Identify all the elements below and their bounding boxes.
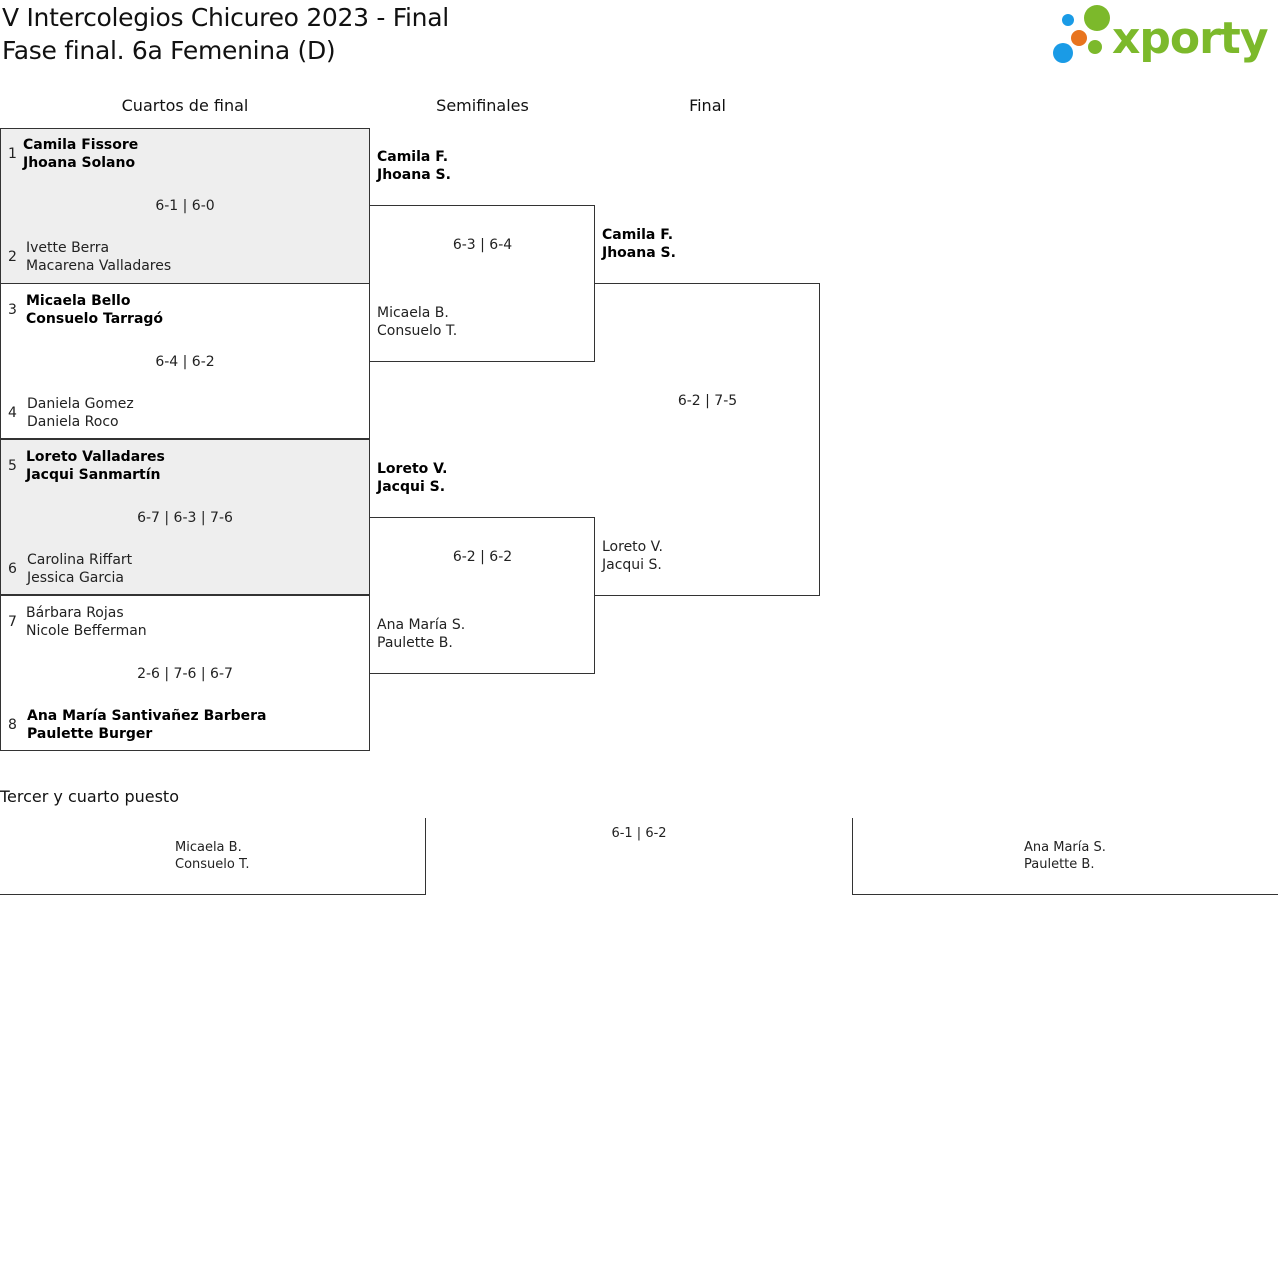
third-place-heading: Tercer y cuarto puesto: [0, 787, 179, 806]
player-name: Micaela B.: [175, 840, 242, 855]
seed-number: 2: [8, 249, 17, 265]
player-name: Daniela Roco: [27, 414, 119, 430]
quarterfinal-match-1: 1 Camila Fissore Jhoana Solano 6-1 | 6-0…: [0, 128, 370, 284]
player-name: Loreto V.: [602, 539, 663, 555]
quarterfinal-match-2: 3 Micaela Bello Consuelo Tarragó 6-4 | 6…: [0, 283, 370, 439]
player-name: Ana María S.: [1024, 840, 1106, 855]
player-name: Camila F.: [377, 149, 449, 165]
player-name: Camila Fissore: [23, 137, 139, 153]
seed-number: 5: [8, 458, 17, 474]
third-place-score: 6-1 | 6-2: [611, 826, 667, 841]
semifinal-2-winner-pair: Loreto V. Jacqui S.: [377, 460, 447, 496]
player-name: Jacqui Sanmartín: [26, 467, 161, 483]
semifinal-1-other-pair: Micaela B. Consuelo T.: [377, 304, 457, 340]
page-title: V Intercolegios Chicureo 2023 - Final: [2, 3, 449, 32]
xporty-logo: xporty: [1050, 2, 1280, 68]
player-name: Paulette B.: [377, 635, 453, 651]
quarterfinal-match-3: 5 Loreto Valladares Jacqui Sanmartín 6-7…: [0, 439, 370, 595]
team-pair: Ivette Berra Macarena Valladares: [26, 239, 171, 275]
logo-dot-orange: [1071, 30, 1087, 46]
player-name: Paulette B.: [1024, 857, 1095, 872]
final-score: 6-2 | 7-5: [677, 393, 738, 409]
match-score: 6-4 | 6-2: [155, 354, 215, 370]
player-name: Jhoana S.: [377, 167, 451, 183]
player-name: Micaela B.: [377, 305, 449, 321]
player-name: Paulette Burger: [27, 726, 153, 742]
seed-number: 3: [8, 302, 17, 318]
third-place-right-pair: Ana María S. Paulette B.: [1024, 839, 1106, 873]
third-place-left-pair: Micaela B. Consuelo T.: [175, 839, 250, 873]
match-score: 2-6 | 7-6 | 6-7: [137, 666, 233, 682]
player-name: Bárbara Rojas: [26, 605, 124, 621]
team-pair-winner: Camila Fissore Jhoana Solano: [23, 136, 138, 172]
semifinal-2-other-pair: Ana María S. Paulette B.: [377, 616, 465, 652]
seed-number: 1: [8, 146, 17, 162]
player-name: Loreto Valladares: [26, 449, 165, 465]
round-heading-quarterfinals: Cuartos de final: [121, 96, 249, 115]
match-score: 6-1 | 6-0: [155, 198, 215, 214]
team-pair: Bárbara Rojas Nicole Befferman: [26, 604, 147, 640]
team-pair: Carolina Riffart Jessica Garcia: [27, 551, 132, 587]
seed-number: 6: [8, 561, 17, 577]
final-other-pair: Loreto V. Jacqui S.: [602, 538, 663, 574]
player-name: Jacqui S.: [602, 557, 662, 573]
player-name: Daniela Gomez: [27, 396, 134, 412]
match-score: 6-7 | 6-3 | 7-6: [137, 510, 233, 526]
team-pair-winner: Loreto Valladares Jacqui Sanmartín: [26, 448, 165, 484]
semifinal-2-score: 6-2 | 6-2: [452, 549, 513, 565]
player-name: Consuelo Tarragó: [26, 311, 164, 327]
round-heading-final: Final: [689, 96, 726, 115]
third-place-left-divider: [425, 818, 426, 895]
logo-dot-blue-large: [1053, 43, 1073, 63]
player-name: Ana María S.: [377, 617, 466, 633]
player-name: Jhoana Solano: [23, 155, 136, 171]
final-winner-pair: Camila F. Jhoana S.: [602, 226, 676, 262]
third-place-right-divider: [852, 818, 853, 895]
final-bracket: [594, 283, 820, 596]
player-name: Nicole Befferman: [26, 623, 147, 639]
third-place-left-line: [0, 894, 426, 895]
seed-number: 8: [8, 717, 17, 733]
logo-dot-green-small: [1088, 40, 1102, 54]
player-name: Consuelo T.: [377, 323, 458, 339]
team-pair-winner: Ana María Santivañez Barbera Paulette Bu…: [27, 707, 266, 743]
player-name: Carolina Riffart: [27, 552, 133, 568]
logo-dot-green-large: [1084, 5, 1110, 31]
player-name: Loreto V.: [377, 461, 448, 477]
player-name: Ivette Berra: [26, 240, 110, 256]
third-place-right-line: [852, 894, 1278, 895]
team-pair: Daniela Gomez Daniela Roco: [27, 395, 134, 431]
seed-number: 7: [8, 614, 17, 630]
player-name: Jacqui S.: [377, 479, 446, 495]
player-name: Jessica Garcia: [27, 570, 124, 586]
page-subtitle: Fase final. 6a Femenina (D): [2, 36, 336, 65]
player-name: Macarena Valladares: [26, 258, 172, 274]
quarterfinal-match-4: 7 Bárbara Rojas Nicole Befferman 2-6 | 7…: [0, 595, 370, 751]
player-name: Micaela Bello: [26, 293, 131, 309]
player-name: Jhoana S.: [602, 245, 676, 261]
logo-text: xporty: [1112, 13, 1268, 64]
round-heading-semifinals: Semifinales: [436, 96, 529, 115]
seed-number: 4: [8, 405, 17, 421]
player-name: Consuelo T.: [175, 857, 250, 872]
team-pair-winner: Micaela Bello Consuelo Tarragó: [26, 292, 163, 328]
player-name: Camila F.: [602, 227, 674, 243]
semifinal-1-winner-pair: Camila F. Jhoana S.: [377, 148, 451, 184]
semifinal-1-score: 6-3 | 6-4: [452, 237, 513, 253]
logo-dot-blue-small: [1062, 14, 1074, 26]
player-name: Ana María Santivañez Barbera: [27, 708, 267, 724]
